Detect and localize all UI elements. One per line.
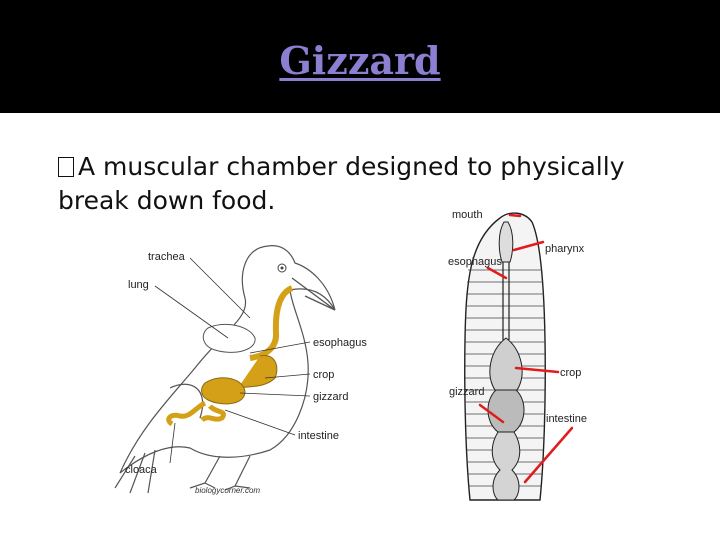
worm-diagram: mouth pharynx esophagus crop gizzard int…	[448, 209, 587, 501]
bird-label-lung: lung	[128, 279, 149, 291]
bird-label-gizzard: gizzard	[313, 391, 348, 403]
bird-diagram: trachea lung esophagus crop gizzard inte…	[114, 245, 367, 495]
pharynx-shape	[498, 221, 514, 263]
worm-label-crop: crop	[560, 367, 581, 379]
bird-label-crop: crop	[313, 369, 334, 381]
slide-title: Gizzard	[279, 38, 441, 83]
gizzard-chamber	[487, 389, 525, 433]
intestine-tube	[491, 431, 521, 501]
bird-watermark: biologycorner.com	[195, 486, 260, 495]
intestine-shape	[166, 400, 226, 427]
bird-label-esophagus: esophagus	[313, 337, 367, 349]
esophagus-shape	[249, 285, 294, 361]
lung-shape	[202, 323, 256, 353]
crop-shape	[237, 355, 278, 389]
worm-label-esophagus: esophagus	[448, 256, 502, 268]
worm-label-mouth: mouth	[452, 209, 483, 221]
bird-label-cloaca: cloaca	[125, 464, 158, 476]
worm-label-gizzard: gizzard	[449, 386, 484, 398]
gizzard-shape	[201, 377, 246, 405]
bird-label-trachea: trachea	[148, 251, 186, 263]
bullet-point: A muscular chamber designed to physicall…	[58, 150, 658, 218]
worm-label-intestine: intestine	[546, 413, 587, 425]
worm-label-pharynx: pharynx	[545, 243, 585, 255]
bullet-text: A muscular chamber designed to physicall…	[58, 152, 625, 215]
title-bar	[0, 0, 720, 113]
bird-label-intestine: intestine	[298, 430, 339, 442]
bullet-marker-icon	[58, 157, 74, 177]
